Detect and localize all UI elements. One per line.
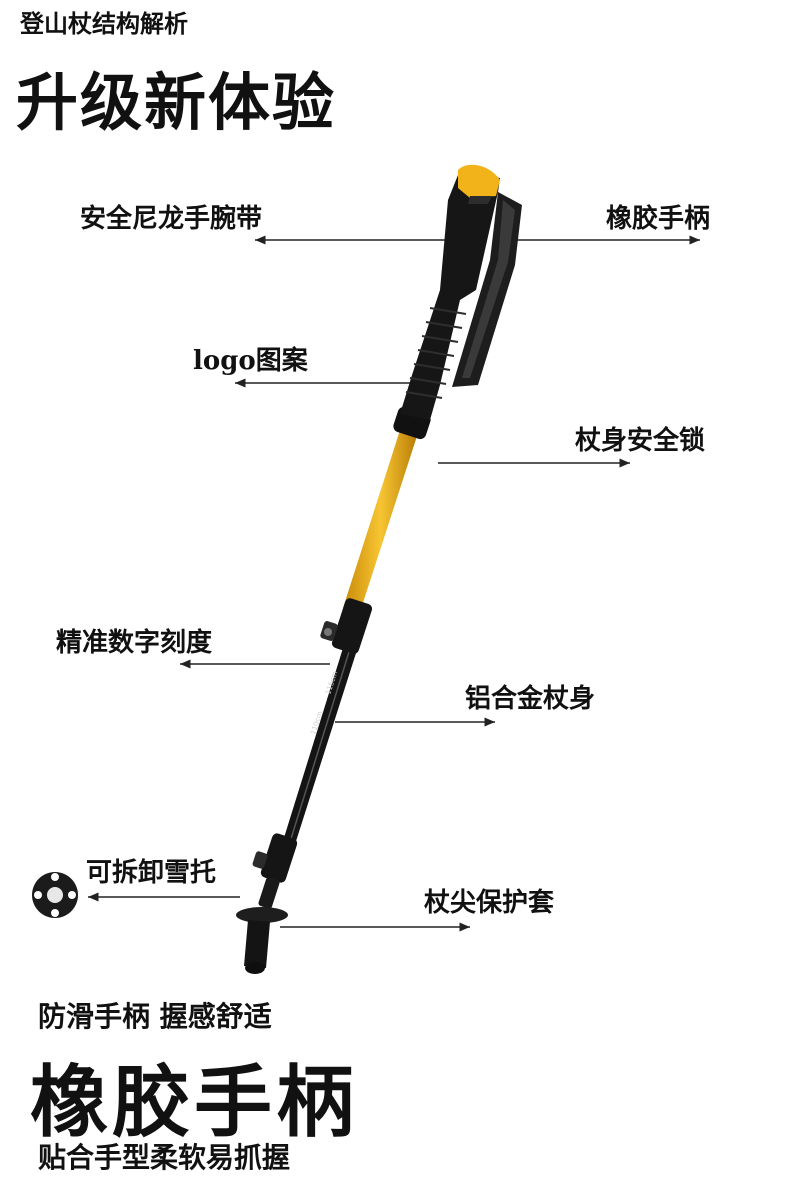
label-aluminum-body: 铝合金杖身 [465, 684, 596, 714]
wrist-strap-graphic [452, 192, 522, 387]
yellow-shaft-graphic [343, 430, 418, 612]
pole-tip-graphic [236, 877, 288, 974]
label-scale: 精准数字刻度 [56, 628, 213, 658]
snow-basket-graphic [32, 872, 78, 918]
label-snow-basket: 可拆卸雪托 [86, 858, 217, 888]
header-title: 升级新体验 [16, 66, 337, 139]
label-tip-cover: 杖尖保护套 [424, 888, 555, 918]
label-rubber-handle: 橡胶手柄 [606, 204, 711, 234]
footer-title: 橡胶手柄 [30, 1058, 359, 1148]
lower-lock-graphic [252, 833, 298, 883]
footer-subtitle: 防滑手柄 握感舒适 [38, 1000, 272, 1033]
middle-lock-graphic [320, 598, 373, 654]
label-logo: logo图案 [193, 346, 308, 376]
label-wrist-strap: 安全尼龙手腕带 [80, 204, 263, 234]
label-body-lock: 杖身安全锁 [575, 426, 706, 456]
footer-description: 贴合手型柔软易抓握 [38, 1141, 291, 1174]
lower-shaft-graphic: 115cm 110cm [278, 648, 357, 860]
header-subtitle: 登山杖结构解析 [20, 10, 188, 38]
rubber-handle-graphic [400, 164, 500, 420]
